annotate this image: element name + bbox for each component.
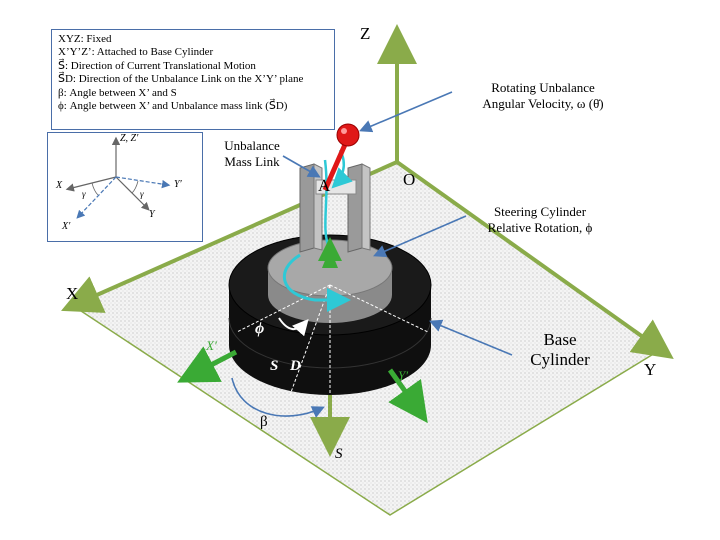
legend-line-s: S⃗: Direction of Current Translational M…: [58, 59, 256, 72]
s-label: S⃗: [335, 446, 355, 462]
base-callout-line: [429, 319, 513, 356]
legend-line-xyz: XYZ: Fixed: [58, 33, 112, 45]
unbalance-mass-link-label: Unbalance Mass Link: [212, 138, 292, 170]
rotation-arrow-steering: [282, 253, 351, 312]
beta-label: β: [260, 414, 268, 430]
unbalance-label-line2: Mass Link: [224, 154, 280, 169]
sd-dashed-line: [289, 284, 331, 396]
point-a-label: A: [318, 176, 331, 195]
inset-box: Z, Z′ X X′ Y Y′ γ γ: [47, 132, 203, 242]
unbalance-label-line1: Unbalance: [224, 138, 280, 153]
mass-highlight: [341, 128, 347, 134]
inset-gamma-arc-right: [131, 180, 139, 194]
inset-z-label: Z, Z′: [120, 133, 139, 144]
legend-line-beta: β: Angle between X’ and S: [58, 86, 177, 99]
inset-y-prime-axis: [115, 176, 171, 189]
rotating-unbalance-label: Rotating Unbalance Angular Velocity, ω (…: [458, 80, 628, 112]
inset-y-label: Y: [149, 209, 155, 220]
steering-label-line2: Relative Rotation, ϕ: [487, 220, 593, 235]
steering-callout-line: [373, 215, 467, 258]
base-label-line1: Base: [543, 330, 577, 349]
pillar-right: [347, 163, 371, 253]
phi-label: ϕ: [255, 320, 265, 337]
x-prime-axis: [177, 346, 238, 383]
beta-arc: [231, 377, 325, 418]
legend-box: XYZ: Fixed X’Y’Z’: Attached to Base Cyli…: [51, 29, 335, 130]
y-prime-label: Y′: [398, 368, 409, 383]
x-prime-label: X′: [206, 338, 217, 353]
inset-y-prime-label: Y′: [174, 179, 182, 190]
unbalance-callout-line: [282, 155, 321, 178]
rotating-label-line2: Angular Velocity, ω (θ̇): [482, 96, 604, 111]
y-prime-axis: [387, 368, 428, 424]
rotating-callout-line: [359, 91, 453, 133]
pillar-left: [299, 163, 323, 253]
inset-gamma-arc-left: [91, 182, 99, 196]
sd-label: S⃗D: [270, 358, 301, 374]
legend-line-xyz-prime: X’Y’Z’: Attached to Base Cylinder: [58, 46, 214, 59]
inset-gamma-left: γ: [82, 189, 86, 199]
origin-label: O: [403, 170, 416, 189]
y-prime-dashed-line: [329, 284, 429, 333]
inset-x-prime-label: X′: [62, 221, 71, 232]
base-label-line2: Cylinder: [530, 350, 590, 369]
inset-gamma-right: γ: [140, 189, 144, 199]
inset-diagram: [65, 136, 171, 219]
inset-x-prime-axis: [76, 176, 117, 219]
rotating-label-line1: Rotating Unbalance: [491, 80, 595, 95]
inset-x-label: X: [56, 180, 63, 191]
legend-line-sd: S⃗D: Direction of the Unbalance Link on …: [58, 73, 304, 86]
z-axis-label: Z: [360, 24, 371, 43]
unbalance-link: [322, 138, 350, 192]
base-cylinder-label: Base Cylinder: [510, 330, 610, 370]
steering-label-line1: Steering Cylinder: [493, 204, 587, 219]
y-axis-label: Y: [644, 360, 657, 379]
unbalance-mass: [336, 123, 360, 147]
phi-arc: [278, 317, 309, 337]
steering-cylinder-label: Steering Cylinder Relative Rotation, ϕ: [470, 204, 610, 236]
z-prime-cone: [322, 248, 338, 268]
x-axis-label: X: [66, 284, 79, 303]
x-prime-dashed-line: [236, 284, 331, 333]
y-axis: [395, 160, 674, 359]
legend-line-phi: ϕ: Angle between X’ and Unbalance mass l…: [58, 100, 288, 113]
